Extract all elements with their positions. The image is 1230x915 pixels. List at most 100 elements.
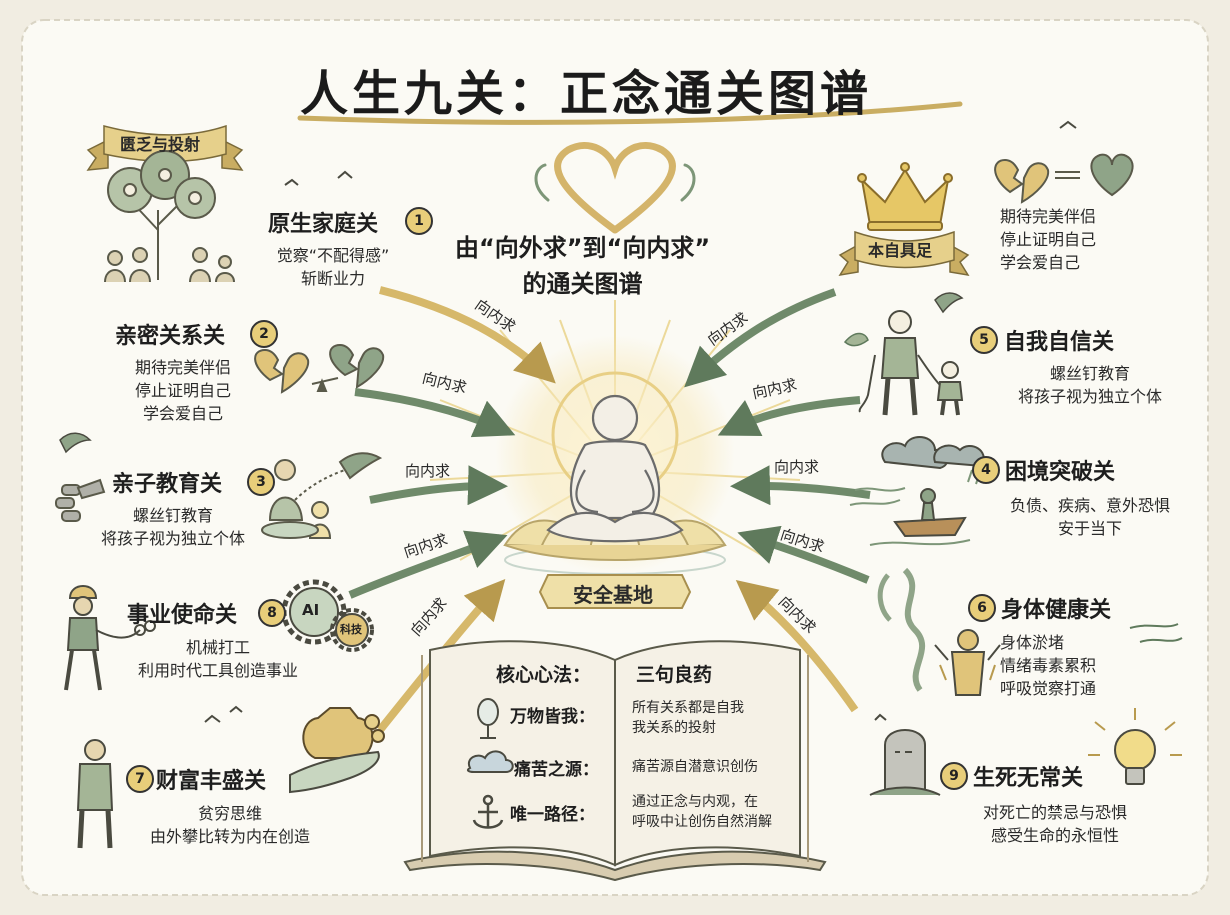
book-value-line: 呼吸中让创伤自然消解 xyxy=(632,814,772,830)
arrow-g4 xyxy=(730,465,871,506)
gate-line: 期待完美伴侣 xyxy=(134,358,231,377)
gate-7-body: 贫穷思维 由外攀比转为内在创造 xyxy=(125,802,335,848)
gate-line: 呼吸觉察打通 xyxy=(1000,679,1097,698)
gate-4-body: 负债、疾病、意外恐惧 安于当下 xyxy=(990,494,1190,540)
ai-gear-label: AI xyxy=(302,601,320,619)
mirror-icon xyxy=(477,698,499,739)
leaf-icon xyxy=(843,332,869,347)
arrow-label-g3: 向内求 xyxy=(405,462,451,480)
page-title: 人生九关：正念通关图谱 xyxy=(300,66,873,122)
note-line: 停止证明自己 xyxy=(1000,230,1097,249)
center-question-line-2: 的通关图谱 xyxy=(522,270,643,298)
worker-icon xyxy=(64,585,156,691)
gate-5-body: 螺丝钉教育 将孩子视为独立个体 xyxy=(1000,362,1180,408)
gate-line: 贫穷思维 xyxy=(197,804,262,823)
gate-line: 将孩子视为独立个体 xyxy=(1017,387,1162,406)
book-value-line: 所有关系都是自我 xyxy=(632,700,744,716)
book-value-line: 通过正念与内观，在 xyxy=(632,794,758,810)
hand-icon xyxy=(289,750,380,794)
gate-line: 情绪毒素累积 xyxy=(1000,656,1097,675)
gate-line: 将孩子视为独立个体 xyxy=(100,529,245,548)
gate-line: 螺丝钉教育 xyxy=(132,506,213,525)
gate-1-body: 觉察“不配得感” 斩断业力 xyxy=(258,244,408,290)
tombstone-icon xyxy=(869,729,941,796)
banner-left-label: 匮乏与投射 xyxy=(120,135,201,154)
arrow-g1 xyxy=(379,286,556,384)
book-row-2-value: 痛苦源自潜意识创伤 xyxy=(632,757,758,777)
kite-bird-icon xyxy=(261,452,383,539)
arrow-label-g4: 向内求 xyxy=(774,458,820,476)
gate-line: 机械打工 xyxy=(185,638,250,657)
gate-6-number: 6 xyxy=(968,594,996,622)
money-bag-icon xyxy=(302,707,385,759)
gate-line: 利用时代工具创造事业 xyxy=(137,661,298,680)
gate-2-number: 2 xyxy=(250,320,278,348)
lightbulb-icon xyxy=(1088,708,1182,785)
gate-5-name: 自我自信关 xyxy=(1004,330,1115,355)
gate-3-name: 亲子教育关 xyxy=(112,472,223,497)
banner-right-label: 本自具足 xyxy=(868,241,933,260)
book-row-1-key: 万物皆我： xyxy=(510,707,595,727)
arrow-crown xyxy=(684,288,837,388)
storm-boat-icon xyxy=(849,436,989,546)
arrow-g6 xyxy=(737,525,870,584)
note-line: 学会爱自己 xyxy=(1000,253,1081,272)
meditation-figure-icon xyxy=(546,394,684,543)
heart-arrows-icon xyxy=(534,142,696,234)
person-icon xyxy=(76,739,114,849)
base-banner xyxy=(538,574,692,609)
gate-4-number: 4 xyxy=(972,456,1000,484)
gate-line: 负债、疾病、意外恐惧 xyxy=(1009,496,1170,515)
book-value-line: 痛苦源自潜意识创伤 xyxy=(632,759,758,775)
gate-line: 觉察“不配得感” xyxy=(276,246,390,265)
family-tree-icon xyxy=(104,150,235,283)
gate-line: 感受生命的永恒性 xyxy=(990,826,1119,845)
gate-7-name: 财富丰盛关 xyxy=(156,769,267,794)
gate-2-name: 亲密关系关 xyxy=(115,324,226,349)
safe-base-label: 安全基地 xyxy=(573,583,653,607)
arrow-g5 xyxy=(717,396,861,437)
book-row-3-key: 唯一路径： xyxy=(510,805,595,825)
gate-6-name: 身体健康关 xyxy=(1001,598,1112,623)
book-right-heading: 三句良药 xyxy=(636,664,713,686)
center-question-line-1: 由“向外求”到“向内求” xyxy=(455,234,711,262)
cloud-icon xyxy=(466,750,514,773)
arrow-g3 xyxy=(369,465,508,506)
parent-child-icon xyxy=(858,310,964,416)
crown-icon xyxy=(857,162,953,231)
chain-icon xyxy=(55,478,106,522)
gate-9-number: 9 xyxy=(940,762,968,790)
book-left-heading: 核心心法： xyxy=(496,664,592,686)
gate-8-body: 机械打工 利用时代工具创造事业 xyxy=(118,636,318,682)
note-line: 期待完美伴侣 xyxy=(1000,207,1097,226)
title-underline xyxy=(297,101,963,125)
gate-3-body: 螺丝钉教育 将孩子视为独立个体 xyxy=(78,504,268,550)
bird-icon xyxy=(204,120,1077,723)
gate-line: 斩断业力 xyxy=(300,269,365,288)
arrow-g9 xyxy=(735,579,859,713)
broken-heart-icon xyxy=(254,343,385,394)
gate-line: 由外攀比转为内在创造 xyxy=(149,827,310,846)
anchor-icon xyxy=(472,794,504,829)
wind-body-icon xyxy=(877,567,1183,696)
open-book-icon xyxy=(403,640,827,882)
gate-line: 安于当下 xyxy=(1057,519,1122,538)
gate-2-body: 期待完美伴侣 停止证明自己 学会爱自己 xyxy=(118,356,248,425)
gate-3-number: 3 xyxy=(247,468,275,496)
gate-line: 学会爱自己 xyxy=(142,404,223,423)
bird-sage-icon xyxy=(59,292,964,454)
top-right-note: 期待完美伴侣 停止证明自己 学会爱自己 xyxy=(1000,205,1096,274)
gate-line: 螺丝钉教育 xyxy=(1049,364,1130,383)
tech-gear-label: 科技 xyxy=(340,623,362,636)
arrow-g2 xyxy=(354,388,516,438)
banner-right xyxy=(838,230,970,277)
book-row-3-value: 通过正念与内观，在 呼吸中让创伤自然消解 xyxy=(632,792,772,832)
gate-line: 身体淤堵 xyxy=(1000,633,1065,652)
gear-icon xyxy=(281,579,374,652)
banner-left xyxy=(86,124,244,171)
book-value-line: 我关系的投射 xyxy=(632,720,716,736)
gate-line: 对死亡的禁忌与恐惧 xyxy=(982,803,1127,822)
gate-8-number: 8 xyxy=(258,599,286,627)
